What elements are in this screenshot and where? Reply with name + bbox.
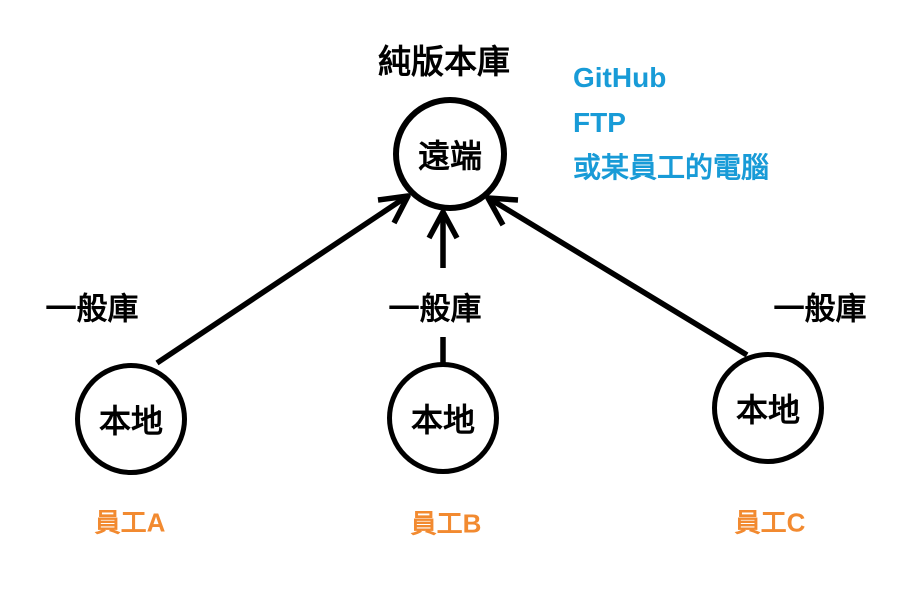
arrow-local-c-to-remote: [485, 195, 749, 358]
remote-host-example-github: GitHub: [573, 62, 667, 93]
local-node-label-b: 本地: [410, 402, 475, 438]
local-node-circle-c: 本地: [712, 352, 824, 464]
remote-node-circle: 遠端: [393, 97, 507, 211]
remote-node-label: 遠端: [417, 138, 482, 174]
owner-label-employee-a: 員工A: [94, 507, 166, 538]
bare-repo-title: 純版本庫: [378, 43, 510, 80]
owner-label-employee-c: 員工C: [734, 507, 806, 538]
arrow-local-b-to-remote: [426, 209, 460, 364]
owner-label-employee-b: 員工B: [410, 508, 482, 539]
arrow-local-a-to-remote: [155, 193, 411, 366]
remote-host-example-employee-computer: 或某員工的電腦: [573, 152, 770, 183]
repo-type-label-b: 一般庫: [388, 291, 482, 327]
local-node-label-a: 本地: [98, 403, 163, 439]
local-node-circle-b: 本地: [387, 362, 499, 474]
remote-host-examples: GitHub FTP 或某員工的電腦: [573, 55, 769, 190]
local-node-circle-a: 本地: [75, 363, 187, 475]
repo-type-label-a: 一般庫: [45, 291, 139, 327]
repo-type-label-c: 一般庫: [773, 291, 867, 327]
remote-host-example-ftp: FTP: [573, 107, 626, 138]
local-node-label-c: 本地: [735, 392, 800, 428]
